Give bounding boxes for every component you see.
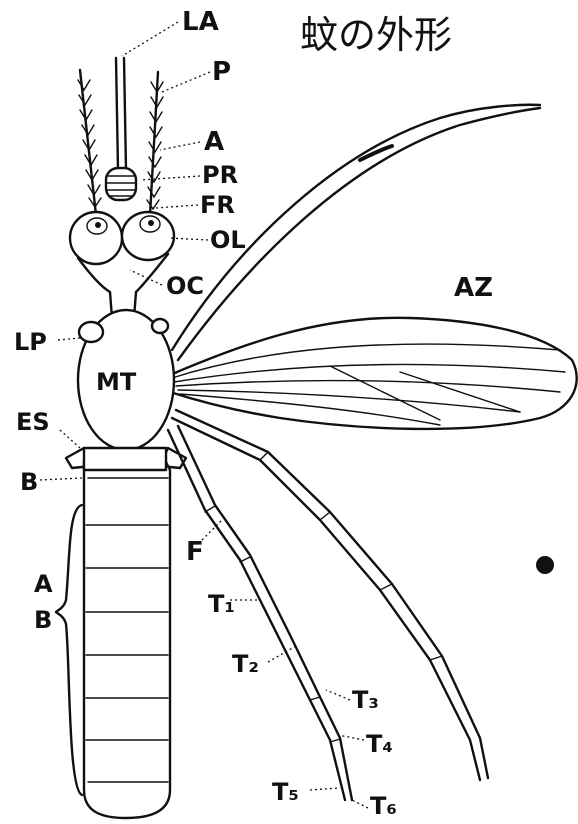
label-t2: T₂ <box>232 650 259 678</box>
thorax: MT <box>78 310 174 450</box>
label-fr: FR <box>200 191 235 219</box>
label-t5: T₅ <box>272 778 299 806</box>
antenna-right <box>147 72 163 215</box>
label-ab-a: A <box>34 570 53 598</box>
label-b: B <box>20 468 38 496</box>
leg-front <box>168 426 352 800</box>
label-f: F <box>186 537 204 567</box>
label-ol: OL <box>210 226 246 254</box>
label-lp: LP <box>14 328 47 356</box>
label-ab-b: B <box>34 606 52 634</box>
label-oc: OC <box>166 272 204 300</box>
wing-lower <box>170 318 577 429</box>
label-es: ES <box>16 408 50 436</box>
label-a: A <box>204 127 224 157</box>
label-p: P <box>212 57 231 87</box>
label-t6: T₆ <box>370 792 397 820</box>
label-t3: T₃ <box>352 686 379 714</box>
abdomen <box>84 448 170 818</box>
label-pr: PR <box>202 161 238 189</box>
antenna-left <box>78 70 101 215</box>
label-mt: MT <box>96 368 137 396</box>
label-la: LA <box>182 7 219 37</box>
label-az: AZ <box>454 273 493 303</box>
diagram-title: 蚊の外形 <box>300 13 452 57</box>
label-t1: T₁ <box>208 590 235 618</box>
label-t4: T₄ <box>366 730 393 758</box>
abdomen-brace <box>56 505 82 795</box>
ink-dot <box>536 556 554 574</box>
proboscis <box>106 58 136 200</box>
head <box>70 212 174 318</box>
